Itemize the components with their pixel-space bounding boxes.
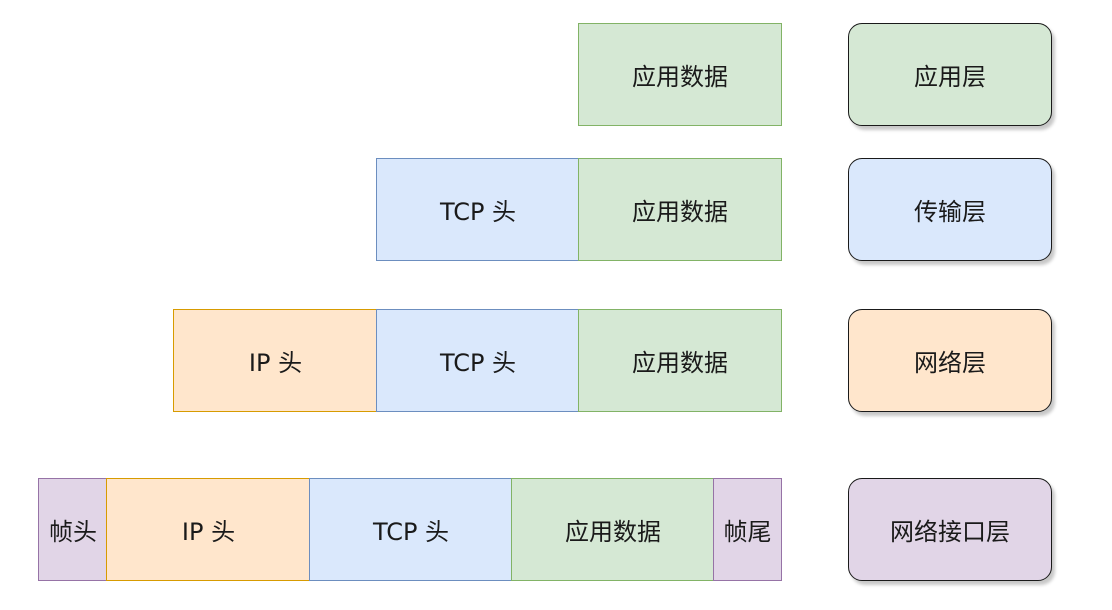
app-data-block: 应用数据 <box>578 158 782 261</box>
tcp-header-block: TCP 头 <box>376 158 580 261</box>
application-layer-label: 应用层 <box>848 23 1052 126</box>
app-data-block: 应用数据 <box>578 309 782 412</box>
ip-header-block: IP 头 <box>106 478 311 581</box>
network-interface-layer-label: 网络接口层 <box>848 478 1052 581</box>
ip-header-block: IP 头 <box>173 309 378 412</box>
network-layer-label: 网络层 <box>848 309 1052 412</box>
frame-trailer-block: 帧尾 <box>713 478 782 581</box>
tcp-header-block: TCP 头 <box>376 309 580 412</box>
transport-layer-label: 传输层 <box>848 158 1052 261</box>
tcp-header-block: TCP 头 <box>309 478 513 581</box>
app-data-block: 应用数据 <box>511 478 715 581</box>
frame-header-block: 帧头 <box>38 478 108 581</box>
app-data-block: 应用数据 <box>578 23 782 126</box>
